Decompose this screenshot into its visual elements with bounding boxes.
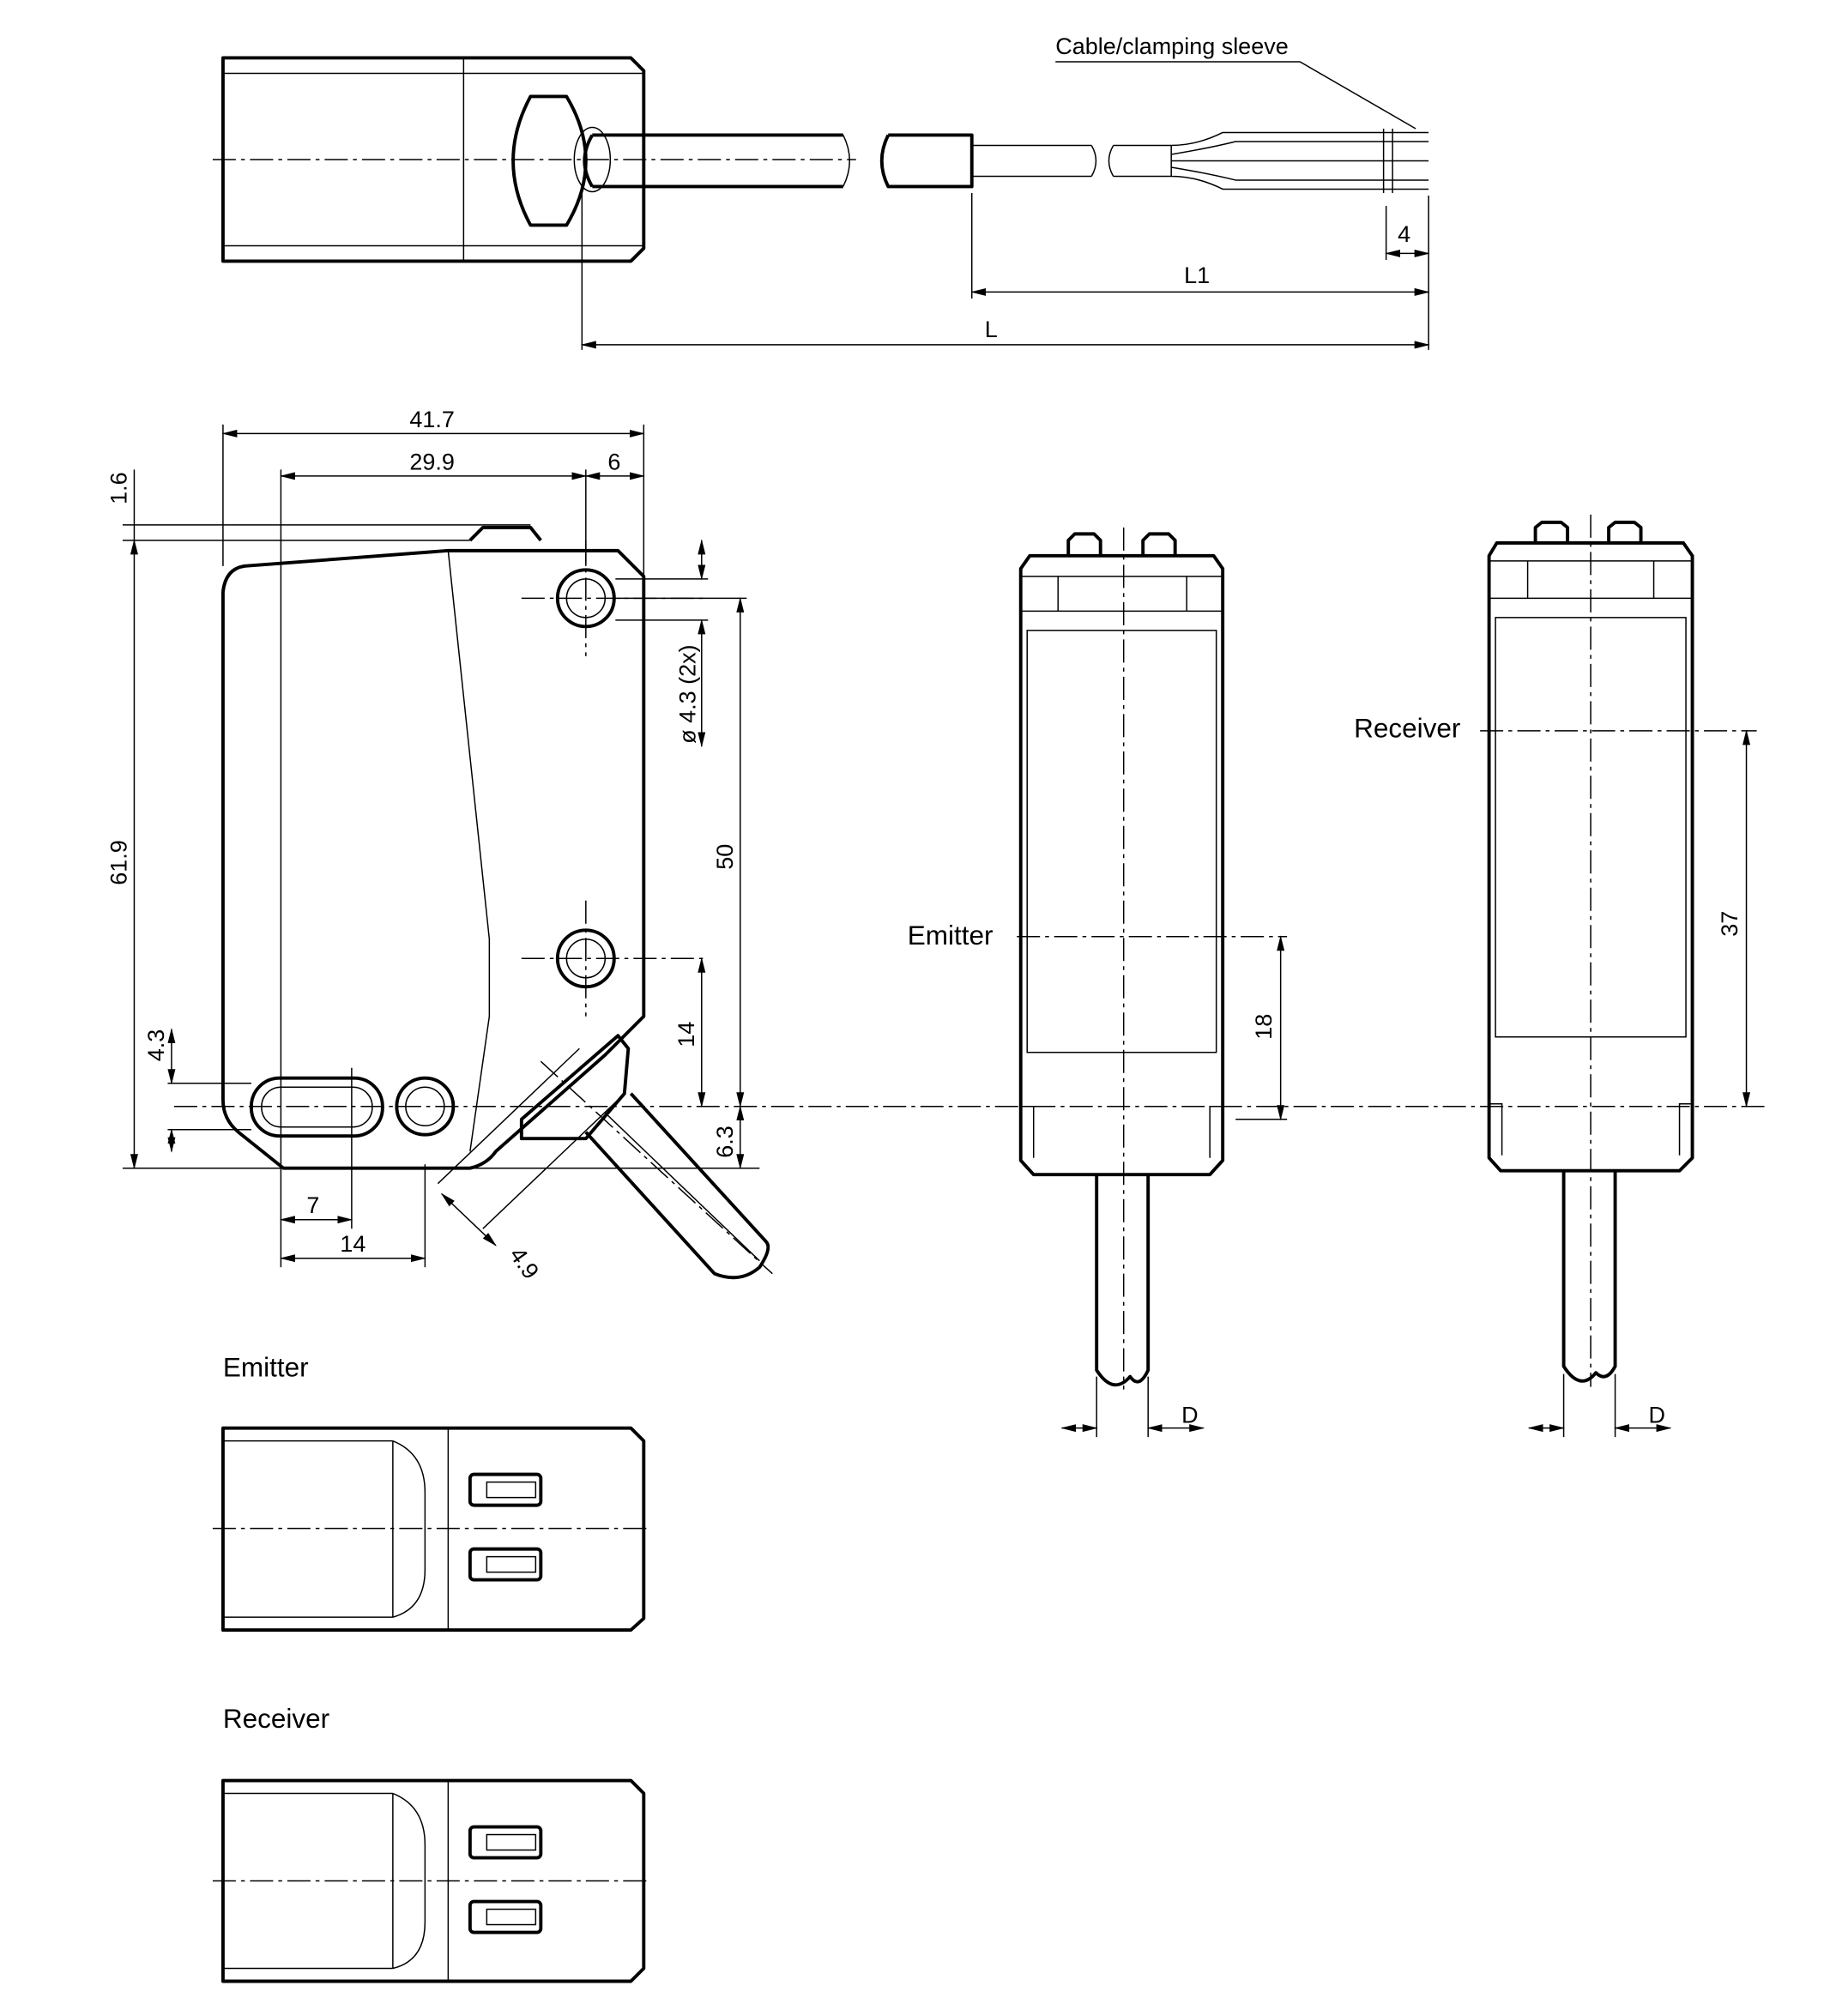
emitter-bottom-view: Emitter (212, 1352, 650, 1633)
dim-D-emitter: D (1181, 1403, 1199, 1428)
top-view-cable: Cable/clamping sleeve 4 L1 L (212, 33, 1430, 350)
receiver-bottom-view: Receiver (212, 1703, 650, 1983)
receiver-front-view: Receiver 37 D (1354, 514, 1757, 1438)
dim-4-3: 4.3 (143, 1029, 169, 1062)
dim-4: 4 (1398, 221, 1410, 247)
dim-7: 7 (306, 1192, 319, 1218)
dim-14-h: 14 (340, 1231, 365, 1257)
emitter-title: Emitter (223, 1352, 309, 1383)
dim-L: L (985, 317, 998, 342)
dim-hole: ø 4.3 (2x) (674, 644, 700, 743)
emitter-front-view: Emitter 18 D (908, 527, 1288, 1438)
dim-37: 37 (1717, 911, 1742, 937)
dim-18: 18 (1251, 1014, 1277, 1040)
receiver-title: Receiver (223, 1703, 329, 1734)
dim-D-receiver: D (1649, 1403, 1666, 1428)
dim-6-3: 6.3 (712, 1126, 738, 1158)
dim-29-9: 29.9 (409, 449, 455, 474)
side-view: 41.7 29.9 6 1.6 61.9 4.3 ø 4.3 (2x) 50 1… (106, 407, 1770, 1283)
receiver-label: Receiver (1354, 712, 1460, 743)
dim-50: 50 (712, 844, 738, 870)
dim-41-7: 41.7 (409, 407, 455, 432)
dim-1-6: 1.6 (106, 472, 131, 504)
dim-14-v: 14 (673, 1022, 699, 1047)
emitter-label: Emitter (908, 920, 994, 951)
dim-4-9: 4.9 (504, 1242, 544, 1283)
dim-6: 6 (607, 449, 620, 474)
cable-sleeve-label: Cable/clamping sleeve (1055, 33, 1289, 59)
dim-L1: L1 (1184, 263, 1210, 288)
dim-61-9: 61.9 (106, 840, 131, 885)
